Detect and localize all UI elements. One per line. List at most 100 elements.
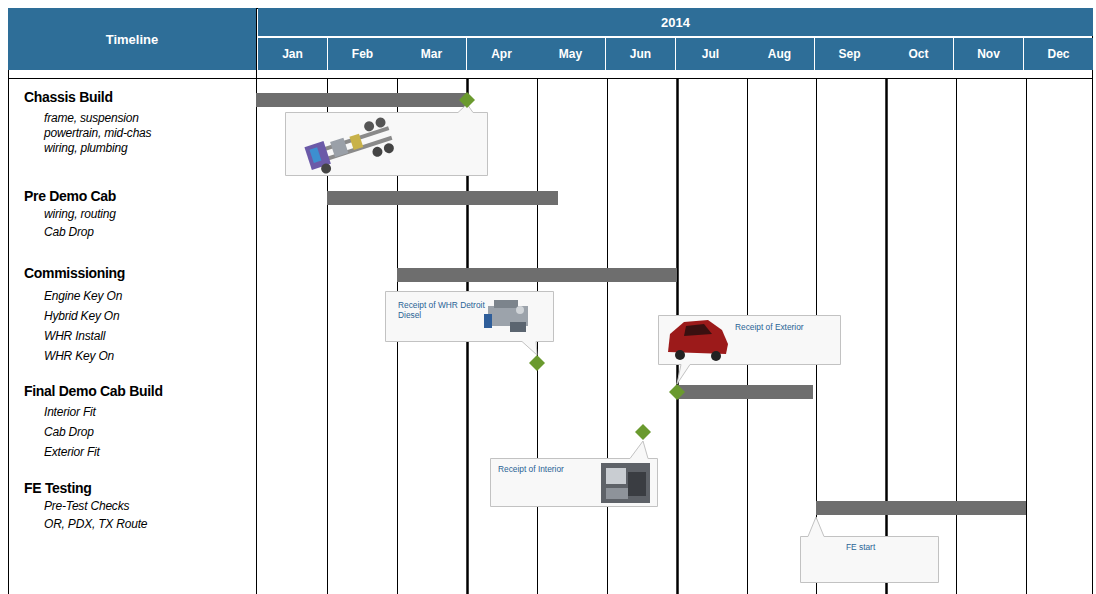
header-text: Feb — [352, 47, 373, 61]
task-item: Pre-Test Checks — [44, 499, 129, 513]
cab-exterior-illustration — [668, 320, 728, 361]
month-cell: Oct — [884, 38, 953, 70]
month-cell: Jun — [606, 38, 675, 70]
milestone-callout: Receipt of Interior — [498, 464, 602, 480]
header-cell: Timeline — [8, 8, 256, 70]
milestone-diamond — [669, 384, 685, 400]
month-cell: Feb — [328, 38, 397, 70]
wheel — [675, 350, 685, 360]
task-item: Cab Drop — [44, 225, 94, 239]
year-cell: 2014 — [258, 8, 1093, 36]
wheel — [363, 120, 376, 133]
task-bars — [256, 93, 1026, 515]
callout-text: Receipt of Interior — [498, 464, 602, 474]
task-bar — [816, 501, 1026, 515]
task-item: Interior Fit — [44, 405, 96, 419]
month-cell: Jul — [676, 38, 745, 70]
engine-part — [510, 322, 526, 332]
task-item: Exterior Fit — [44, 445, 100, 459]
frame-border — [9, 79, 1093, 594]
wheel — [383, 142, 396, 155]
header-text: Oct — [908, 47, 928, 61]
callout-shape — [491, 441, 658, 507]
quarter-line — [885, 78, 888, 594]
header-text: Timeline — [106, 32, 159, 47]
task-item: WHR Key On — [44, 349, 114, 363]
month-cell: Jan — [258, 38, 327, 70]
header-text: Nov — [977, 47, 1000, 61]
milestones — [459, 92, 685, 440]
task-bar — [327, 191, 558, 205]
photo-detail — [606, 468, 626, 484]
task-name: Chassis Build — [24, 89, 113, 106]
task-name: Pre Demo Cab — [24, 188, 116, 205]
month-cell: Sep — [815, 38, 884, 70]
task-name: Final Demo Cab Build — [24, 383, 163, 400]
header-text: Sep — [838, 47, 860, 61]
chart-frame — [8, 8, 1093, 594]
header-text: May — [559, 47, 582, 61]
milestone-diamond — [529, 355, 545, 371]
task-item: frame, suspension — [44, 111, 139, 125]
month-cell: Nov — [954, 38, 1023, 70]
mid-chassis — [330, 138, 348, 158]
grid-line — [1026, 78, 1027, 594]
engine-part — [484, 314, 492, 328]
task-item: wiring, plumbing — [44, 141, 128, 155]
callout-shape — [386, 292, 554, 356]
task-name: FE Testing — [24, 480, 92, 497]
header-text: Apr — [491, 47, 512, 61]
cab-body — [668, 320, 728, 354]
month-cell: Mar — [397, 38, 466, 70]
milestone-callout: Receipt of WHR Detroit Diesel — [398, 300, 486, 330]
milestone-diamond — [635, 424, 651, 440]
grid-line — [956, 78, 957, 594]
milestone-diamond — [459, 92, 475, 108]
callout-shape — [801, 517, 939, 583]
engine-part — [516, 306, 524, 314]
wheel — [374, 116, 387, 129]
chassis-illustration — [303, 116, 396, 178]
task-bar — [397, 268, 677, 282]
tank-part — [349, 134, 363, 150]
callout-shape — [659, 316, 841, 385]
header-text: Dec — [1047, 47, 1069, 61]
task-bar — [677, 385, 813, 399]
photo-frame — [601, 463, 650, 503]
cab-window — [684, 324, 712, 336]
task-bar — [256, 93, 467, 107]
image-callout — [286, 104, 488, 176]
task-item: Cab Drop — [44, 425, 94, 439]
task-name: Commissioning — [24, 265, 125, 282]
task-item: Hybrid Key On — [44, 309, 119, 323]
month-cell: Dec — [1024, 38, 1093, 70]
callout-text: Receipt of Exterior — [735, 322, 839, 332]
task-item: WHR Install — [44, 329, 105, 343]
callout-text: Receipt of WHR Detroit Diesel — [398, 300, 486, 321]
photo-detail — [628, 472, 646, 496]
month-cell: Aug — [745, 38, 814, 70]
milestone-callout: FE start — [846, 542, 912, 558]
header-text: Aug — [768, 47, 791, 61]
task-item: wiring, routing — [44, 207, 116, 221]
wheel — [371, 146, 384, 159]
grid-line — [607, 78, 608, 594]
task-item: powertrain, mid-chas — [44, 126, 151, 140]
engine-part — [309, 147, 321, 163]
callouts — [286, 104, 939, 583]
header-text: Jul — [702, 47, 719, 61]
month-cell: May — [536, 38, 605, 70]
task-item: Engine Key On — [44, 289, 122, 303]
header-text: Jun — [630, 47, 651, 61]
callout-text: FE start — [846, 542, 912, 552]
task-item: OR, PDX, TX Route — [44, 517, 147, 531]
wheel — [320, 162, 333, 175]
wheel — [711, 351, 721, 361]
engine-head — [494, 300, 518, 308]
header-text: Mar — [421, 47, 442, 61]
header-text: 2014 — [661, 15, 690, 30]
milestone-callout: Receipt of Exterior — [735, 322, 839, 338]
photo-detail — [606, 488, 628, 499]
